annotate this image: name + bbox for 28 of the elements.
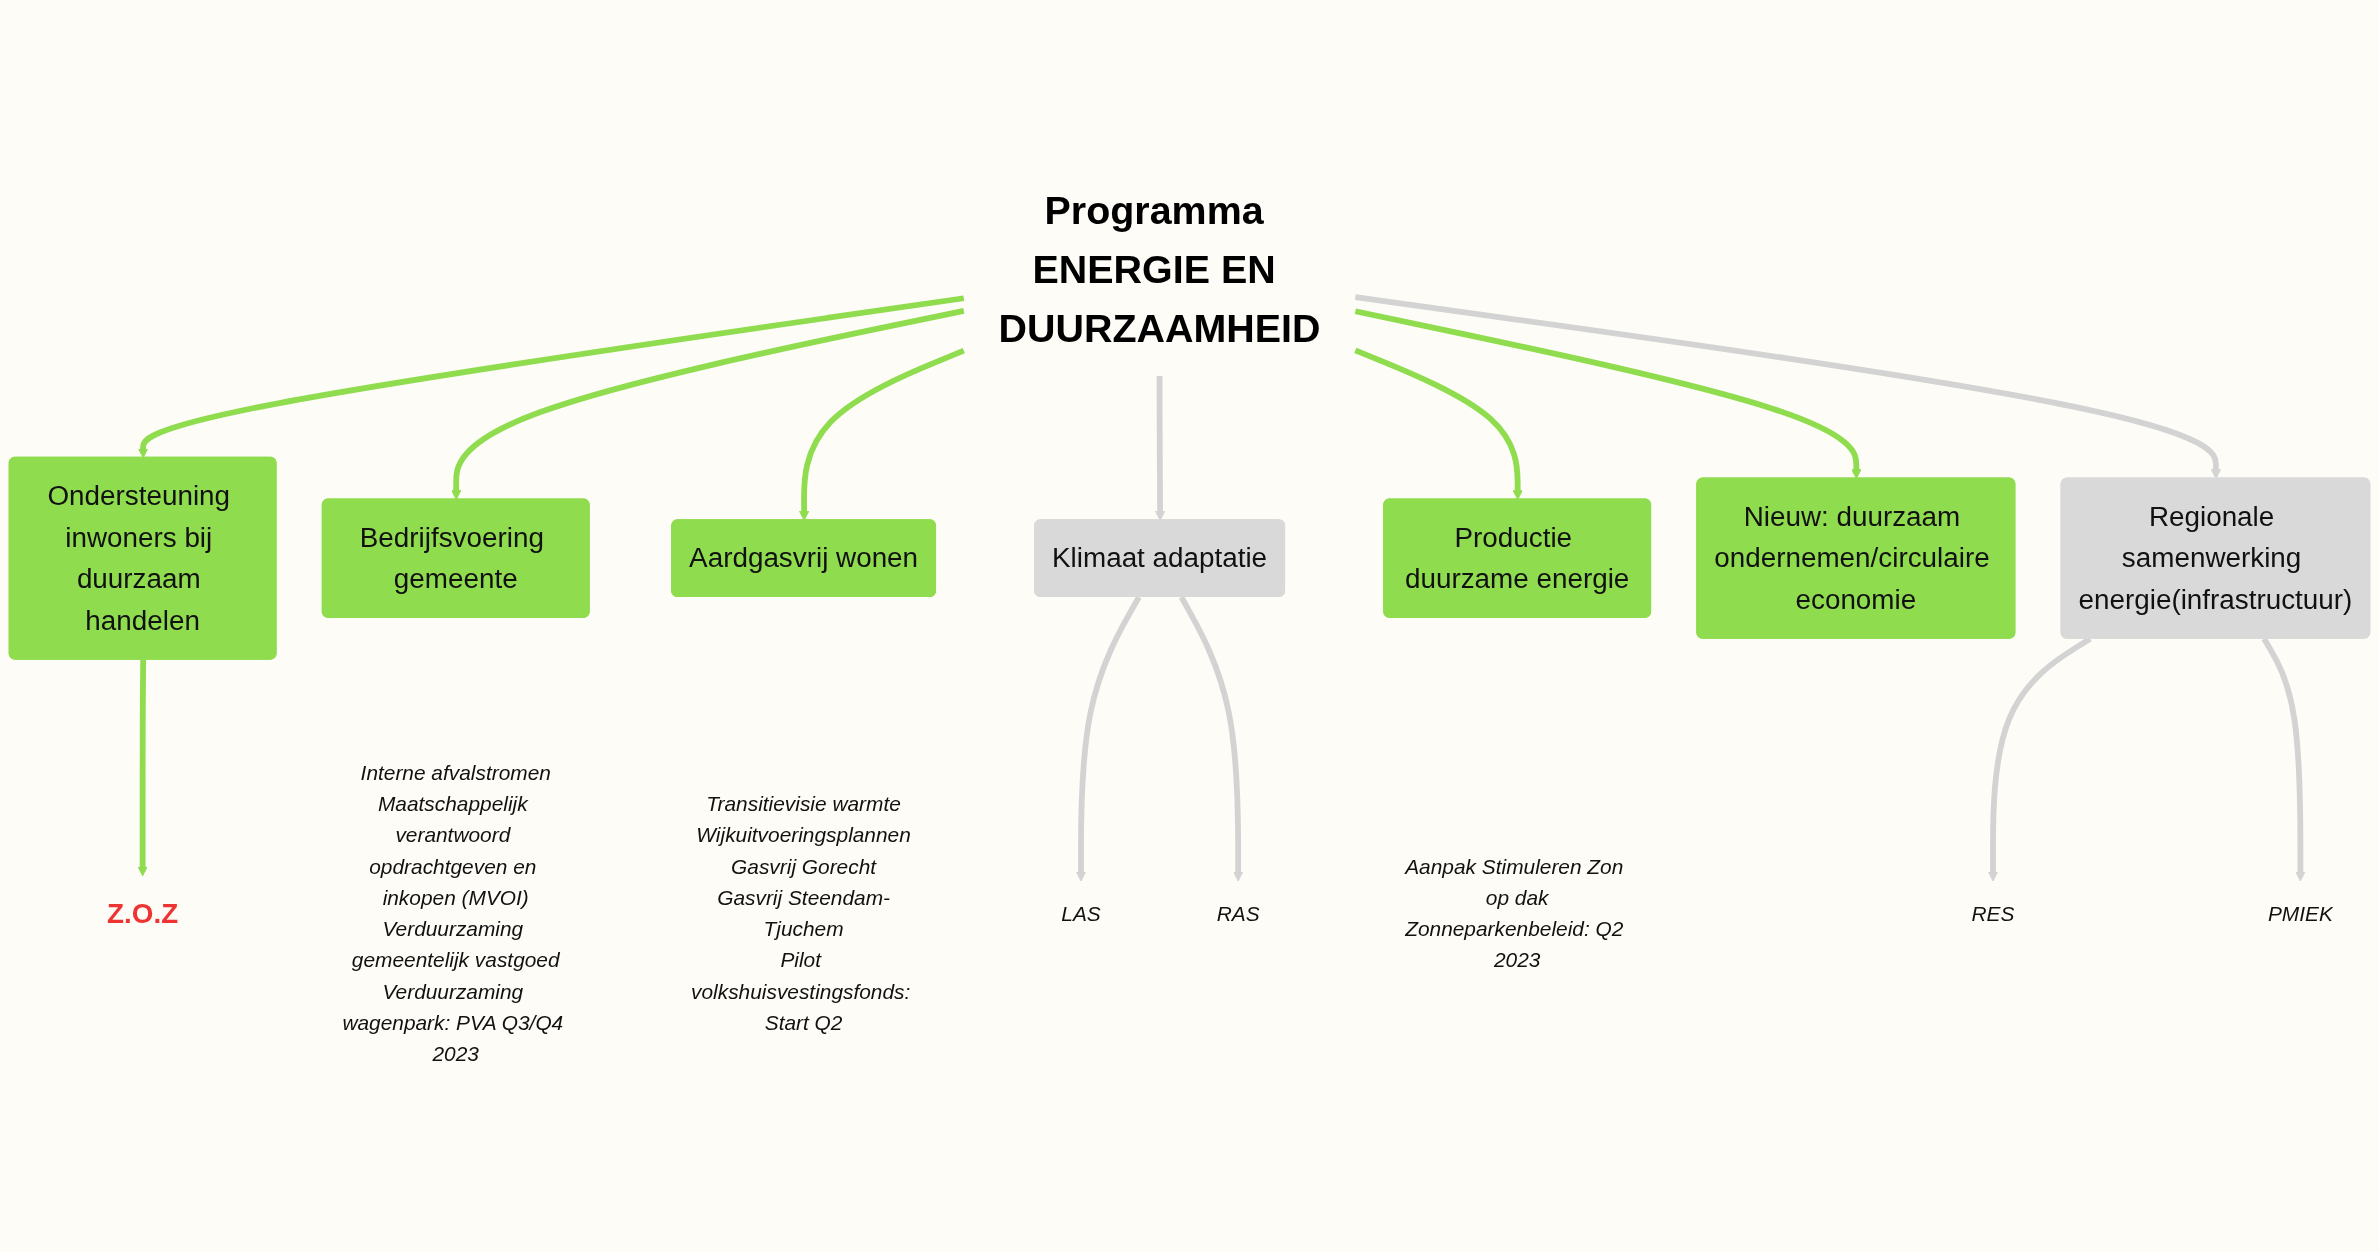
node-label: Maatschappelijk verantwoord opdrachtgeven en inkopen (MVOI) xyxy=(369,792,537,910)
node-text: LAS xyxy=(1061,901,1101,926)
arrow xyxy=(451,307,965,501)
node-label: Gasvrij Steendam-Tjuchem xyxy=(717,886,891,941)
arrow xyxy=(1354,347,1523,501)
node-label: Wijkuitvoeringsplannen xyxy=(696,823,911,847)
arrow xyxy=(2261,637,2306,882)
arrow xyxy=(1354,308,1862,480)
arrow xyxy=(1178,595,1244,882)
node-label: Aanpak Stimuleren Zon op dak xyxy=(1405,855,1624,910)
arrow xyxy=(138,295,965,459)
node-text: Z.O.Z xyxy=(107,897,179,930)
node-label: Verduurzaming wagenpark: PVA Q3/Q4 2023 xyxy=(342,980,564,1067)
node-label: Verduurzaming gemeentelijk vastgoed xyxy=(351,917,560,973)
arrow xyxy=(799,348,965,521)
node-text: RES xyxy=(1971,901,2015,926)
node-label: Gasvrij Gorecht xyxy=(731,855,877,879)
arrow xyxy=(1155,376,1166,521)
node-text: PMIEK xyxy=(2267,901,2333,926)
node-text: RAS xyxy=(1216,901,1260,926)
node-label: Interne afvalstromen xyxy=(360,761,551,785)
node-label: Zonneparkenbeleid: Q2 2023 xyxy=(1405,917,1624,973)
node-text: Programma ENERGIE EN DUURZAAMHEID xyxy=(998,188,1321,351)
node-label: Transitievisie warmte xyxy=(706,792,901,816)
arrow xyxy=(1075,595,1142,882)
arrow xyxy=(137,659,148,877)
node-label: Pilot volkshuisvestingsfonds: Start Q2 xyxy=(691,948,911,1035)
arrow xyxy=(1354,294,2222,480)
